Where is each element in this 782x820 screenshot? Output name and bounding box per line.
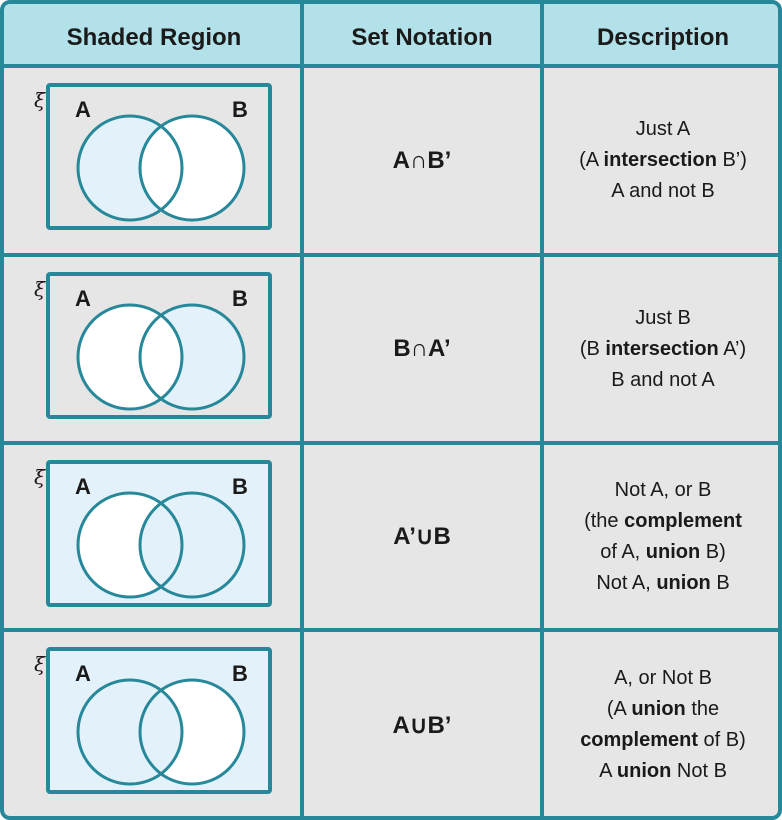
description-text: (A	[606, 698, 632, 720]
description-text: (A	[579, 149, 604, 171]
description-keyword: complement	[624, 509, 742, 532]
column-divider	[300, 4, 304, 816]
description-text: (the	[584, 509, 625, 532]
set-b-label: B	[232, 286, 248, 311]
set-a-label: A	[75, 474, 91, 499]
header-shaded-region: Shaded Region	[66, 24, 242, 51]
description-text: Not A,	[596, 571, 657, 594]
row-divider	[4, 628, 778, 632]
set-a-label: A	[75, 661, 91, 686]
description-keyword: union	[656, 571, 711, 594]
description-text: (B	[579, 337, 606, 360]
intersection-region	[140, 116, 182, 220]
set-b-label: B	[232, 97, 248, 122]
set-b-label: B	[232, 474, 248, 499]
description-keyword: intersection	[605, 337, 719, 360]
description-cell: Just A(A intersection B’)A and not B	[544, 68, 778, 253]
description-text: A and not B	[611, 180, 715, 202]
universal-set-symbol: ξ	[34, 277, 46, 301]
set-a-circle	[76, 678, 184, 786]
row-divider	[4, 64, 778, 68]
description-keyword: union	[616, 760, 672, 782]
row-divider	[4, 253, 778, 257]
description-line: complement of B)	[580, 725, 746, 756]
description-keyword: union	[631, 698, 686, 720]
header-set-notation: Set Notation	[351, 24, 493, 51]
set-b-circle	[138, 491, 246, 599]
description-line: (the complement	[584, 506, 742, 537]
set-a-circle	[76, 303, 184, 411]
description-line: of A, union B)	[600, 537, 726, 568]
set-a-label: A	[75, 97, 91, 122]
description-text: A	[599, 760, 617, 782]
universal-set-box	[46, 83, 272, 230]
description-line: A union Not B	[599, 756, 727, 787]
intersection-region	[140, 305, 182, 409]
description-text: Just B	[635, 306, 691, 329]
description-line: (B intersection A’)	[580, 334, 746, 365]
description-text: Not B	[671, 760, 727, 782]
description-line: Just A	[636, 114, 690, 145]
set-a-label: A	[75, 286, 91, 311]
set-notation-cell: A’∪B	[393, 523, 451, 550]
set-notation-cell: A∩B’	[392, 146, 452, 174]
set-b-circle	[138, 114, 246, 222]
description-text: B and not A	[611, 368, 715, 391]
description-keyword: complement	[580, 729, 698, 751]
intersection-region	[140, 680, 182, 784]
description-line: B and not A	[611, 365, 714, 396]
description-text: of B)	[698, 729, 746, 751]
description-text: the	[685, 698, 720, 720]
description-line: A and not B	[611, 176, 714, 207]
set-a-circle	[76, 114, 184, 222]
column-divider	[540, 4, 544, 816]
set-b-circle	[138, 678, 246, 786]
set-b-circle	[138, 303, 246, 411]
intersection-region	[140, 493, 182, 597]
description-line: (A intersection B’)	[579, 145, 747, 176]
description-text: B	[710, 571, 730, 594]
universal-set-symbol: ξ	[34, 652, 46, 676]
description-line: Just B	[635, 303, 691, 334]
row-divider	[4, 441, 778, 445]
description-text: B’)	[716, 149, 747, 171]
set-b-label: B	[232, 661, 248, 686]
description-line: Not A, union B	[596, 568, 729, 599]
description-text: Not A, or B	[614, 478, 712, 501]
set-a-circle	[76, 491, 184, 599]
universal-set-symbol: ξ	[34, 465, 46, 489]
table-header	[4, 4, 778, 68]
description-keyword: intersection	[603, 149, 717, 171]
header-description: Description	[596, 24, 730, 51]
set-notation-cell: A∪B’	[392, 711, 452, 739]
description-text: of A,	[600, 540, 646, 563]
description-line: (A union the	[607, 694, 719, 725]
description-cell: Just B(B intersection A’)B and not A	[544, 257, 778, 441]
description-line: Not A, or B	[615, 475, 712, 506]
description-text: A, or Not B	[614, 667, 712, 689]
universal-set-symbol: ξ	[34, 88, 46, 112]
description-text: B)	[700, 540, 726, 563]
description-keyword: union	[645, 540, 701, 563]
set-notation-cell: B∩A’	[393, 335, 451, 362]
description-text: Just A	[635, 118, 691, 140]
universal-set-box	[46, 272, 272, 419]
description-line: A, or Not B	[614, 663, 712, 694]
description-text: A’)	[718, 337, 747, 360]
